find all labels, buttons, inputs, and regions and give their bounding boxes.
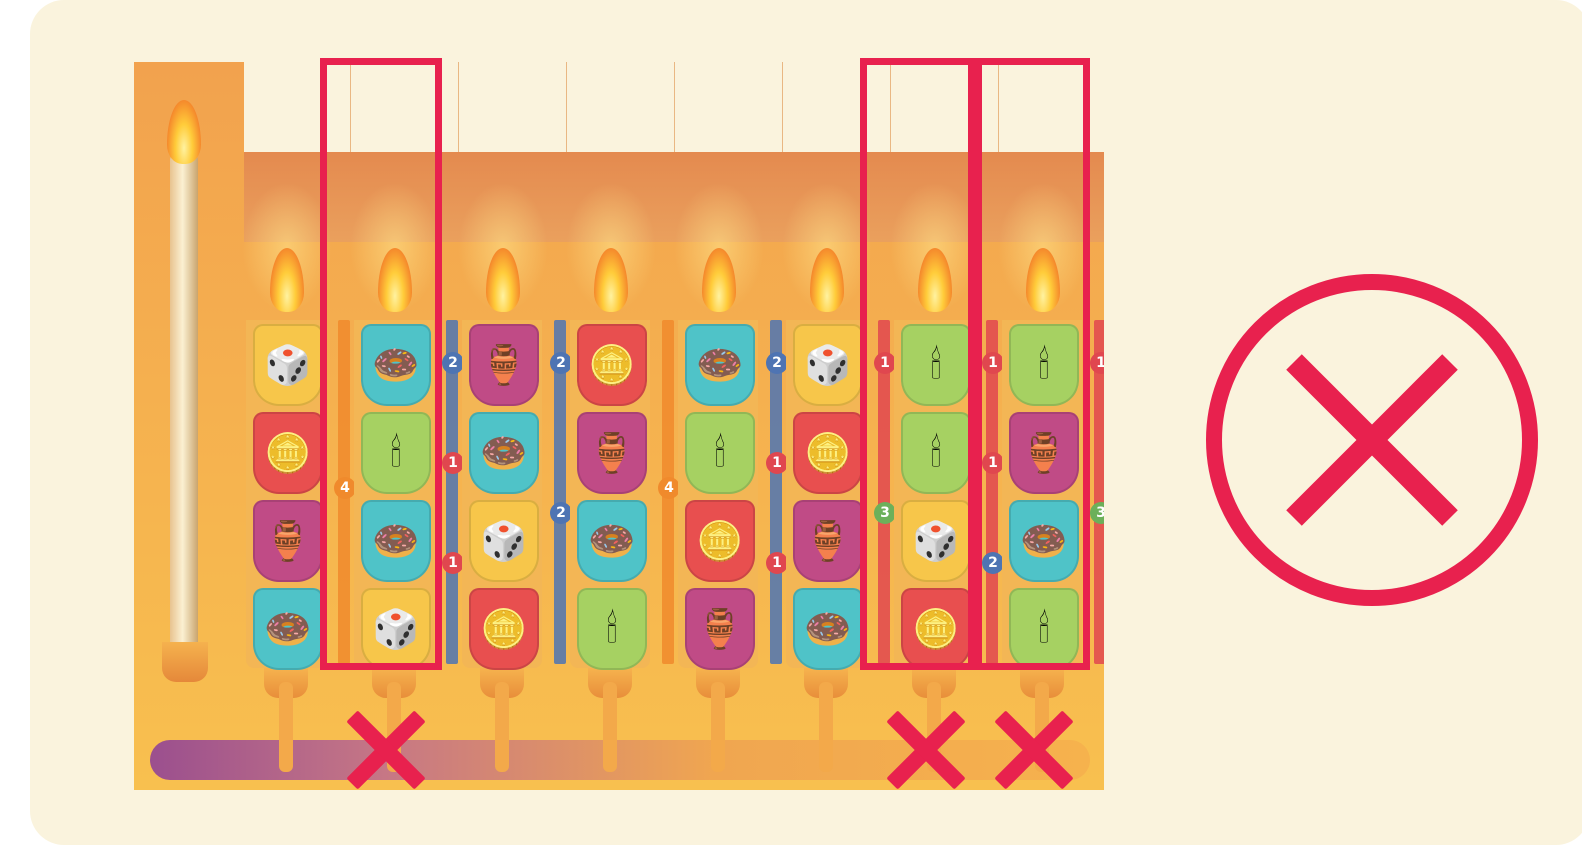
oil-jug-tile[interactable]: 🏺: [793, 500, 863, 582]
menorah-arm: [603, 682, 617, 772]
coins-tile[interactable]: 🪙: [253, 412, 323, 494]
group-count-badge: 1: [442, 452, 464, 474]
wrong-mark-icon: [340, 706, 428, 794]
dreidel-tile[interactable]: 🎲: [253, 324, 323, 406]
oil-jug-tile[interactable]: 🏺: [469, 324, 539, 406]
gelt-icon: 🪙: [804, 434, 851, 472]
incorrect-result-icon: [1202, 270, 1542, 610]
group-count-badge: 2: [766, 352, 788, 374]
shamash-holder: [162, 642, 208, 682]
donuts-tile[interactable]: 🍩: [685, 324, 755, 406]
oil-jug-tile[interactable]: 🏺: [253, 500, 323, 582]
group-count-badge: 1: [1090, 352, 1104, 374]
coins-tile[interactable]: 🪙: [577, 324, 647, 406]
candle-tile[interactable]: 🕯: [577, 588, 647, 670]
sufganiyot-icon: 🍩: [480, 434, 527, 472]
gelt-icon: 🪙: [480, 610, 527, 648]
menorah-arm: [711, 682, 725, 772]
donuts-tile[interactable]: 🍩: [469, 412, 539, 494]
coins-tile[interactable]: 🪙: [793, 412, 863, 494]
gelt-icon: 🪙: [696, 522, 743, 560]
slot-divider: [782, 62, 783, 152]
group-count-badge: 4: [658, 477, 680, 499]
gelt-icon: 🪙: [588, 346, 635, 384]
donuts-tile[interactable]: 🍩: [577, 500, 647, 582]
menorah-arm: [279, 682, 293, 772]
gelt-icon: 🪙: [264, 434, 311, 472]
group-count-badge: 1: [766, 452, 788, 474]
candle-icon: 🕯: [607, 610, 618, 648]
sufganiyot-icon: 🍩: [696, 346, 743, 384]
candle-icon: 🕯: [715, 434, 726, 472]
group-count-badge: 2: [550, 502, 572, 524]
shamash-flame-icon: [167, 100, 201, 164]
coins-tile[interactable]: 🪙: [469, 588, 539, 670]
sufganiyot-icon: 🍩: [264, 610, 311, 648]
wrong-mark-icon: [988, 706, 1076, 794]
donuts-tile[interactable]: 🍩: [793, 588, 863, 670]
candle-tile[interactable]: 🕯: [685, 412, 755, 494]
oil-jug-icon: 🏺: [696, 610, 743, 648]
oil-jug-tile[interactable]: 🏺: [685, 588, 755, 670]
selected-column-highlight: [320, 58, 442, 670]
coins-tile[interactable]: 🪙: [685, 500, 755, 582]
selected-column-highlight: [860, 58, 982, 670]
slot-divider: [674, 62, 675, 152]
dreidel-tile[interactable]: 🎲: [793, 324, 863, 406]
oil-jug-icon: 🏺: [480, 346, 527, 384]
wrong-mark-icon: [880, 706, 968, 794]
oil-jug-icon: 🏺: [264, 522, 311, 560]
oil-jug-icon: 🏺: [588, 434, 635, 472]
oil-jug-tile[interactable]: 🏺: [577, 412, 647, 494]
group-count-badge: 3: [1090, 502, 1104, 524]
menorah-arm: [819, 682, 833, 772]
oil-jug-icon: 🏺: [804, 522, 851, 560]
donuts-tile[interactable]: 🍩: [253, 588, 323, 670]
dreidel-icon: 🎲: [264, 346, 311, 384]
slot-divider: [458, 62, 459, 152]
group-count-badge: 2: [550, 352, 572, 374]
group-count-badge: 1: [442, 552, 464, 574]
slot-divider: [566, 62, 567, 152]
menorah-arm: [495, 682, 509, 772]
group-count-badge: 2: [442, 352, 464, 374]
dreidel-tile[interactable]: 🎲: [469, 500, 539, 582]
group-count-badge: 1: [766, 552, 788, 574]
dreidel-icon: 🎲: [804, 346, 851, 384]
sufganiyot-icon: 🍩: [804, 610, 851, 648]
shamash-candle: [170, 154, 198, 644]
dreidel-icon: 🎲: [480, 522, 527, 560]
sufganiyot-icon: 🍩: [588, 522, 635, 560]
selected-column-highlight: [968, 58, 1090, 670]
